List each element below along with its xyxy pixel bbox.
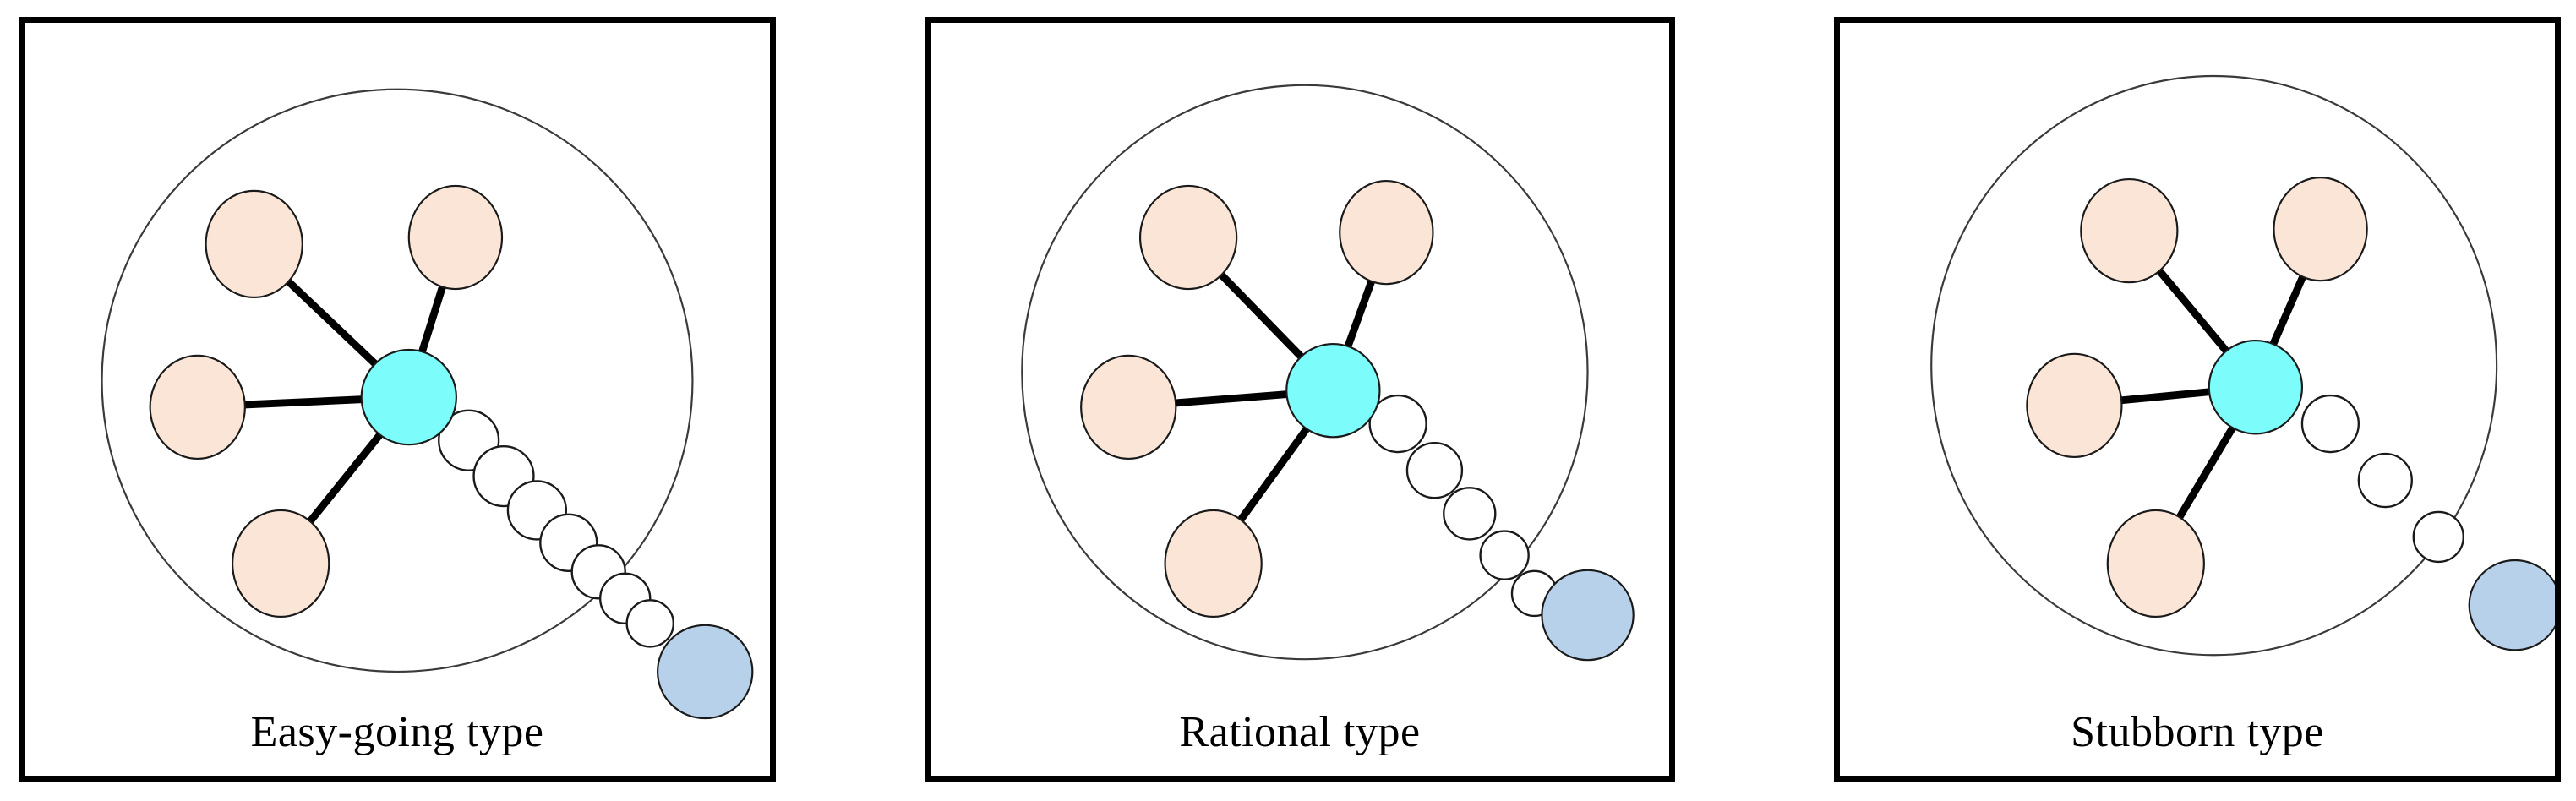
edge-satellite-0 [286,278,378,367]
peach-neighbor-icon-1 [2273,177,2368,282]
satellite-group [2026,177,2368,618]
panel-easy-going: Easy-going type [19,17,776,782]
edge-satellite-2 [1175,390,1287,407]
edge-satellite-0 [1219,272,1304,360]
peach-neighbor-icon-3 [1164,509,1263,618]
confidence-boundary-icon [1930,74,2498,657]
confidence-boundary-icon [1021,84,1589,661]
confidence-boundary-icon [101,88,694,673]
chain-group [2300,394,2464,564]
edge-satellite-3 [2176,425,2236,520]
panel-stubborn-caption: Stubborn type [2071,708,2324,756]
panel-rational-caption: Rational type [1179,708,1421,756]
edge-group [2120,268,2306,520]
cyan-agent-icon [360,348,457,446]
peach-neighbor-icon-3 [2106,509,2205,618]
edge-satellite-0 [2156,268,2229,354]
white-step-icon-3 [1479,530,1530,580]
edge-satellite-1 [418,286,446,353]
edge-satellite-1 [2269,275,2306,346]
edge-satellite-1 [1344,280,1375,348]
edge-satellite-3 [1237,426,1310,522]
white-step-icon-1 [1405,442,1464,499]
peach-neighbor-icon-2 [149,354,246,460]
panel-easy-going-canvas [101,88,754,720]
blue-outsider-icon [1541,569,1635,662]
peach-neighbor-icon-1 [1339,179,1434,286]
white-step-icon-0 [2300,394,2360,454]
panel-stubborn: Stubborn type [1834,17,2561,782]
satellite-group [1080,179,1434,618]
peach-neighbor-icon-0 [2080,178,2179,284]
white-step-icon-2 [2412,510,2464,564]
satellite-group [149,184,504,618]
chain-group [438,409,674,648]
peach-neighbor-icon-0 [205,189,303,298]
panel-easy-going-caption: Easy-going type [250,708,544,756]
peach-neighbor-icon-2 [2026,352,2123,459]
panel-stubborn-canvas [1930,74,2555,657]
panel-rational: Rational type [925,17,1675,782]
edge-satellite-3 [307,432,383,524]
edge-satellite-2 [2120,388,2210,405]
edge-group [1175,272,1375,522]
white-step-icon-6 [625,599,674,648]
panel-rational-canvas [1021,84,1635,662]
cyan-agent-icon [2208,340,2304,435]
blue-outsider-icon [2468,559,2555,651]
white-step-icon-2 [1443,487,1497,541]
chain-group [1368,394,1558,618]
peach-neighbor-icon-3 [232,509,330,618]
cyan-agent-icon [1285,342,1381,439]
peach-neighbor-icon-0 [1138,184,1238,291]
peach-neighbor-icon-1 [407,184,504,291]
white-step-icon-0 [1368,394,1427,454]
edge-satellite-2 [244,395,362,409]
blue-outsider-icon [657,624,754,720]
peach-neighbor-icon-2 [1080,354,1177,460]
edge-group [244,278,446,524]
white-step-icon-1 [2357,452,2413,509]
